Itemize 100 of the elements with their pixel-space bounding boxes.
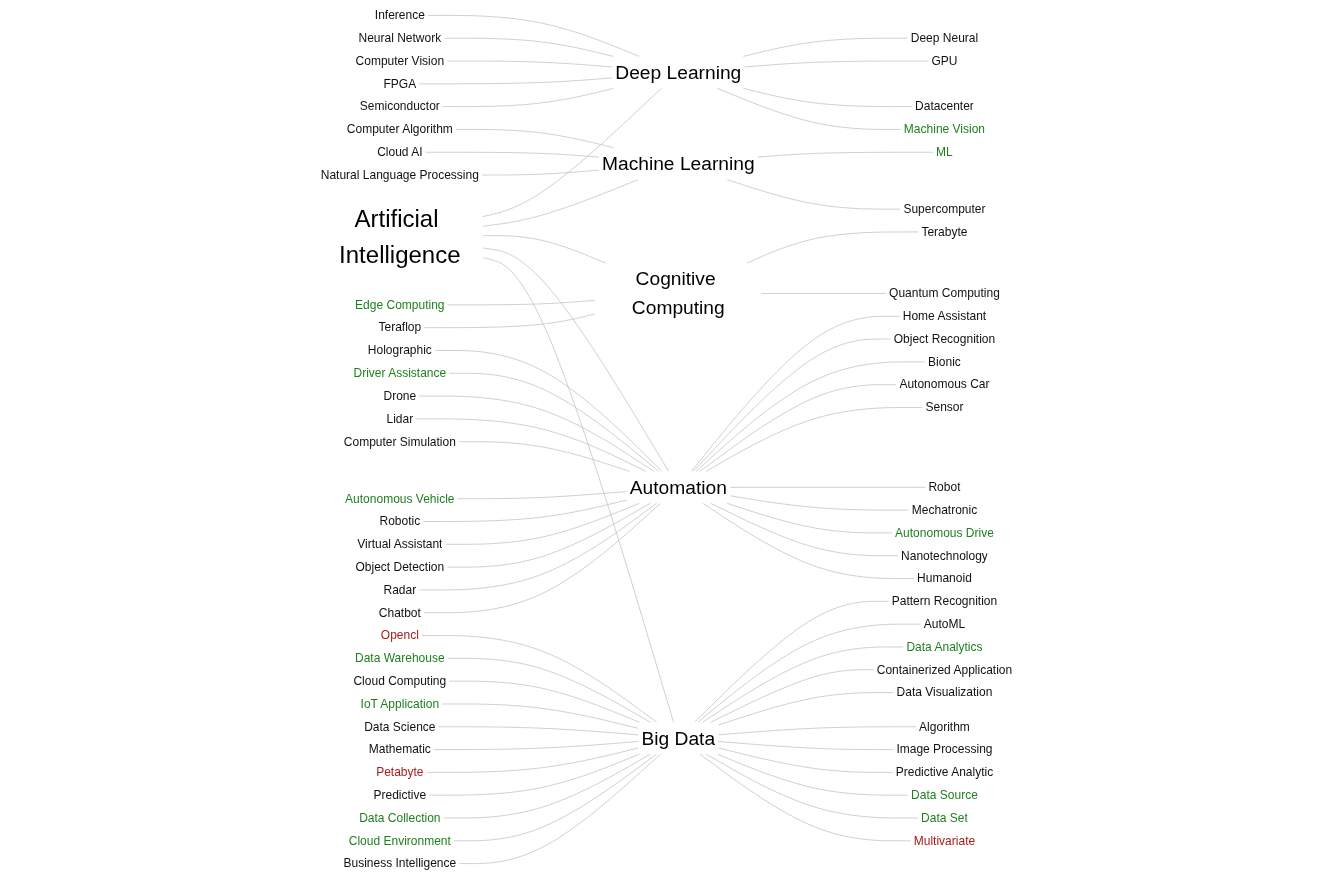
node-text: Mathematic — [368, 742, 431, 756]
connector — [427, 15, 640, 57]
connector — [444, 37, 614, 57]
node-text: Neural Network — [358, 30, 442, 45]
connector — [438, 726, 639, 736]
node-text: Mechatronic — [911, 502, 978, 517]
connector — [717, 692, 894, 726]
connector — [702, 502, 915, 579]
node-text: Datacenter — [915, 99, 974, 113]
connector — [761, 293, 887, 294]
node-text: Big Data — [641, 726, 716, 749]
connector — [482, 247, 670, 472]
node-text: Holographic — [367, 343, 432, 357]
connector — [458, 441, 630, 472]
connector — [449, 372, 660, 472]
connector — [744, 60, 929, 68]
connector — [442, 88, 614, 108]
node-text: Autonomous Car — [899, 377, 990, 391]
connector — [443, 753, 651, 819]
connector — [692, 338, 891, 472]
node-text: Petabyte — [376, 764, 424, 779]
connector — [743, 88, 913, 108]
node-text: Data Warehouse — [355, 650, 445, 665]
node-text: Radar — [383, 582, 417, 597]
connector — [699, 384, 897, 472]
connector — [482, 235, 606, 264]
node-text: AutoML — [923, 616, 966, 631]
connector — [447, 502, 651, 568]
node-text: Deep Neural — [910, 30, 979, 45]
node-text: FPGA — [383, 76, 417, 91]
connector — [726, 502, 893, 534]
connector — [447, 657, 651, 723]
node-text: Multivariate — [913, 833, 976, 847]
connector — [424, 313, 596, 329]
node-text: Inference — [374, 8, 425, 22]
connector — [446, 60, 613, 68]
node-text: Bionic — [928, 354, 961, 369]
node-text: Machine Learning — [601, 152, 755, 175]
connector — [425, 151, 600, 158]
node-text: Nanotechnology — [901, 548, 988, 562]
connector — [694, 600, 889, 723]
connector — [482, 179, 639, 227]
connector — [419, 395, 655, 472]
connector — [697, 623, 921, 723]
node-text: Edge Computing — [355, 297, 445, 312]
connector — [717, 741, 894, 750]
connector — [449, 680, 640, 723]
node-text: Business Intelligence — [343, 856, 457, 870]
connector — [445, 502, 640, 545]
node-text: Object Recognition — [893, 331, 996, 346]
connector — [482, 257, 674, 723]
node-text: Natural Language Processing — [320, 167, 479, 182]
connector — [705, 753, 919, 819]
node-text: Humanoid — [917, 571, 972, 585]
connector — [717, 747, 893, 773]
node-text: Automation — [629, 476, 727, 498]
node-text: Sensor — [925, 400, 964, 414]
node-text: Computer Vision — [355, 53, 445, 68]
node-text: Containerized Application — [876, 662, 1013, 676]
connector — [423, 499, 627, 522]
connector — [695, 361, 926, 472]
connector — [699, 753, 911, 842]
connector — [441, 703, 639, 729]
node-text: ML — [936, 144, 953, 159]
node-text: Autonomous Drive — [895, 525, 994, 540]
connector — [726, 179, 901, 210]
node-text: Data Collection — [359, 810, 441, 825]
node-text: Predictive Analytic — [895, 764, 994, 779]
connector — [423, 502, 661, 614]
node-text: Deep Learning — [615, 61, 742, 83]
node-text: Lidar — [386, 411, 414, 426]
node-text: Autonomous Vehicle — [345, 491, 455, 505]
node-text: Data Visualization — [896, 685, 993, 699]
connector — [729, 486, 926, 488]
node-text: Robot — [928, 479, 961, 494]
node-text: Algorithm — [919, 719, 970, 733]
node-text: Cloud AI — [377, 144, 423, 159]
connector — [482, 88, 662, 217]
node-text: Drone — [383, 388, 417, 403]
connector — [757, 151, 934, 158]
node-text: Object Detection — [355, 559, 445, 574]
node-text: Computer Algorithm — [346, 122, 453, 136]
node-text: Data Analytics — [906, 639, 983, 654]
connector — [457, 491, 627, 500]
connector — [419, 502, 657, 591]
node-text: Computer Simulation — [343, 434, 456, 448]
connector — [426, 747, 639, 773]
connector — [729, 495, 909, 511]
connector — [434, 350, 663, 472]
node-text: Virtual Assistant — [357, 536, 443, 551]
connector — [418, 77, 613, 85]
connector — [690, 315, 900, 472]
node-text: Cognitive Computing — [631, 267, 725, 319]
node-text: Cloud Computing — [353, 673, 447, 688]
connector — [453, 753, 657, 842]
node-text: Home Assistant — [902, 308, 987, 323]
node-text: Teraflop — [378, 320, 422, 334]
node-text: Semiconductor — [359, 99, 440, 113]
connector — [455, 129, 614, 149]
connector — [429, 753, 640, 796]
